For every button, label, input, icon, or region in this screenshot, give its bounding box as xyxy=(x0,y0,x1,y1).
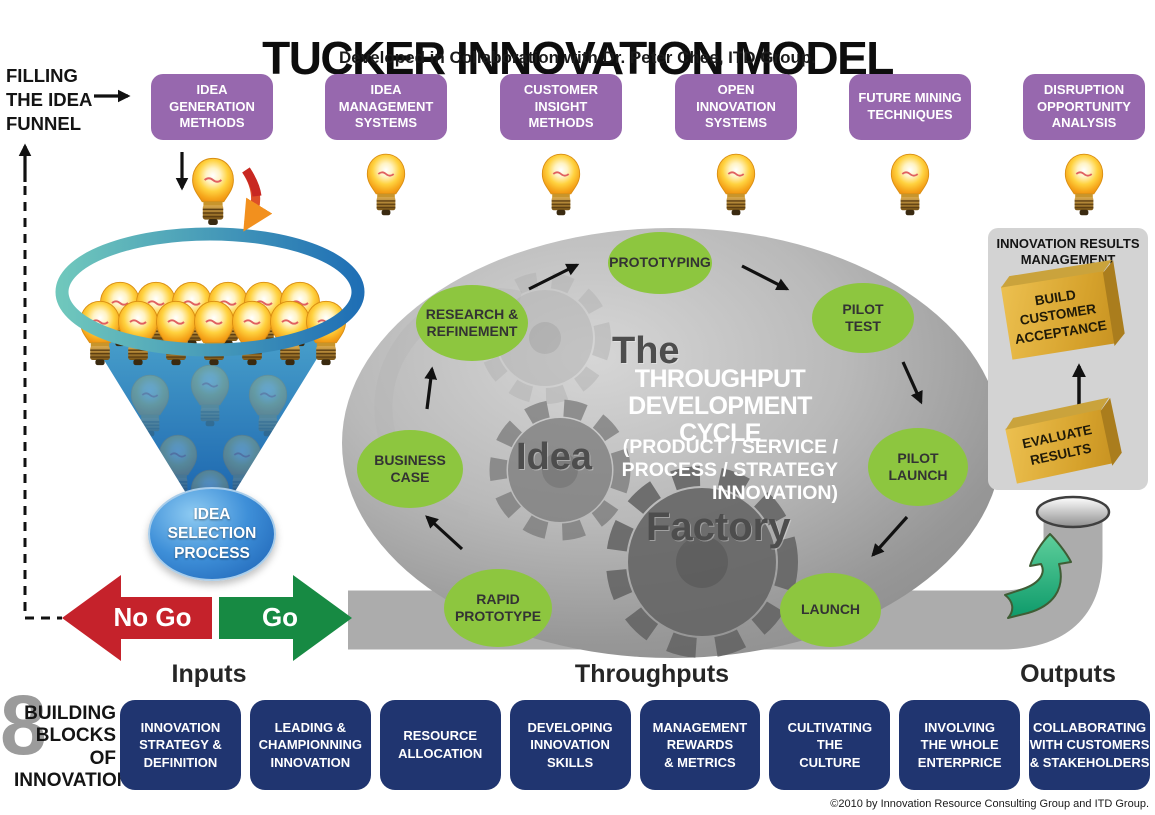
idea-factory-ellipse xyxy=(342,228,1002,658)
gear-icon xyxy=(606,466,798,658)
idea-source-bulbs xyxy=(175,152,1104,232)
lightbulb-icon xyxy=(190,469,230,506)
lightbulb-icon xyxy=(366,153,406,217)
idea-funnel xyxy=(55,227,365,506)
cycle-arrow-icon xyxy=(425,515,464,551)
cycle-arrow-icon xyxy=(424,366,438,410)
cycle-arrow-icon xyxy=(741,264,790,291)
pipe-opening xyxy=(1035,495,1111,529)
lightbulb-icon xyxy=(541,153,581,217)
cycle-arrow-icon xyxy=(901,361,923,405)
lightbulb-icon xyxy=(191,157,235,226)
cycle-arrows xyxy=(424,263,923,557)
lightbulb-icon xyxy=(1064,153,1104,217)
cycle-arrow-icon xyxy=(528,263,580,291)
output-arrow-icon xyxy=(1004,533,1072,619)
recycle-dashed-line xyxy=(18,89,131,620)
go-arrow xyxy=(219,575,352,661)
gear-icon xyxy=(489,399,631,541)
no-go-arrow xyxy=(62,575,212,661)
lightbulb-icon xyxy=(890,153,930,217)
cycle-arrow-icon xyxy=(871,515,909,557)
output-pipe xyxy=(348,515,1103,650)
lightbulb-icon xyxy=(716,153,756,217)
